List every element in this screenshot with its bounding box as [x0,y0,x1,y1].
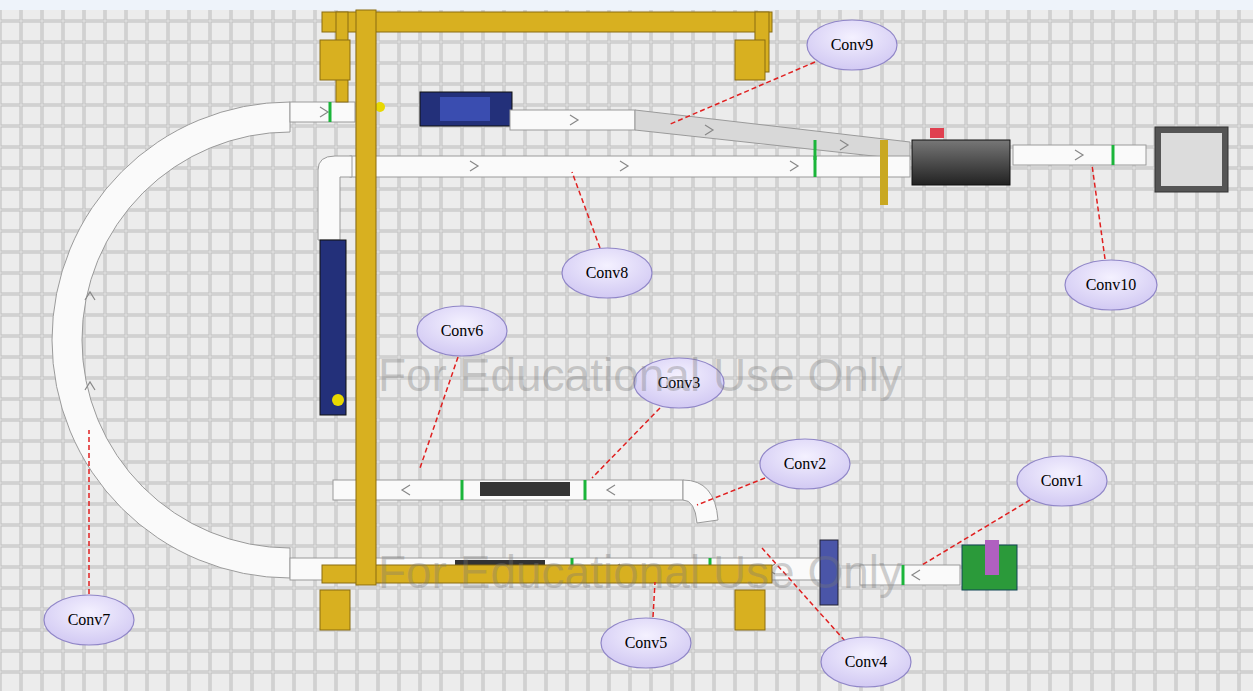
callout-ellipse: Conv5 [600,617,692,669]
watermark: For Educational Use Only [378,348,902,402]
callout-label: Conv1 [1041,472,1084,490]
machine [420,92,512,126]
callout-label: Conv9 [831,36,874,54]
callout-label: Conv4 [845,653,888,671]
conveyor-bend [683,480,718,523]
conveyor-bend [318,156,352,240]
conveyor [333,480,683,500]
machine-part [440,97,490,121]
conveyor [510,110,635,130]
conveyor [1013,145,1146,165]
machine-light [332,394,344,406]
callout-ellipse: Conv8 [561,247,653,299]
curved-conveyor [52,102,290,578]
callout-label: Conv7 [68,611,111,629]
callout-label: Conv6 [441,322,484,340]
tapered-conveyor [635,110,910,160]
callout-ellipse: Conv2 [759,438,851,490]
watermark: For Educational Use Only [378,545,902,599]
leader-lines [89,62,1105,641]
callout-ellipse: Conv9 [806,19,898,71]
sink-box-inner [1161,133,1222,186]
conveyor [350,156,910,177]
source-robot-part [985,540,999,575]
conveyor [290,102,355,122]
callout-label: Conv8 [586,264,629,282]
callout-ellipse: Conv1 [1016,455,1108,507]
pusher [480,482,570,496]
callout-label: Conv10 [1086,276,1137,294]
machine [912,140,1010,185]
sensors [330,102,1113,585]
callout-ellipse: Conv4 [820,636,912,688]
machine [320,240,346,415]
gantry [320,10,772,630]
callout-label: Conv2 [784,455,827,473]
robot-arm [880,140,888,205]
flow-chevrons [85,107,1083,580]
sink-box [1155,127,1228,192]
counter-sign [930,128,944,138]
callout-ellipse: Conv10 [1064,259,1158,311]
top-bar [0,0,1253,10]
callout-ellipse: Conv7 [43,594,135,646]
callout-label: Conv5 [625,634,668,652]
